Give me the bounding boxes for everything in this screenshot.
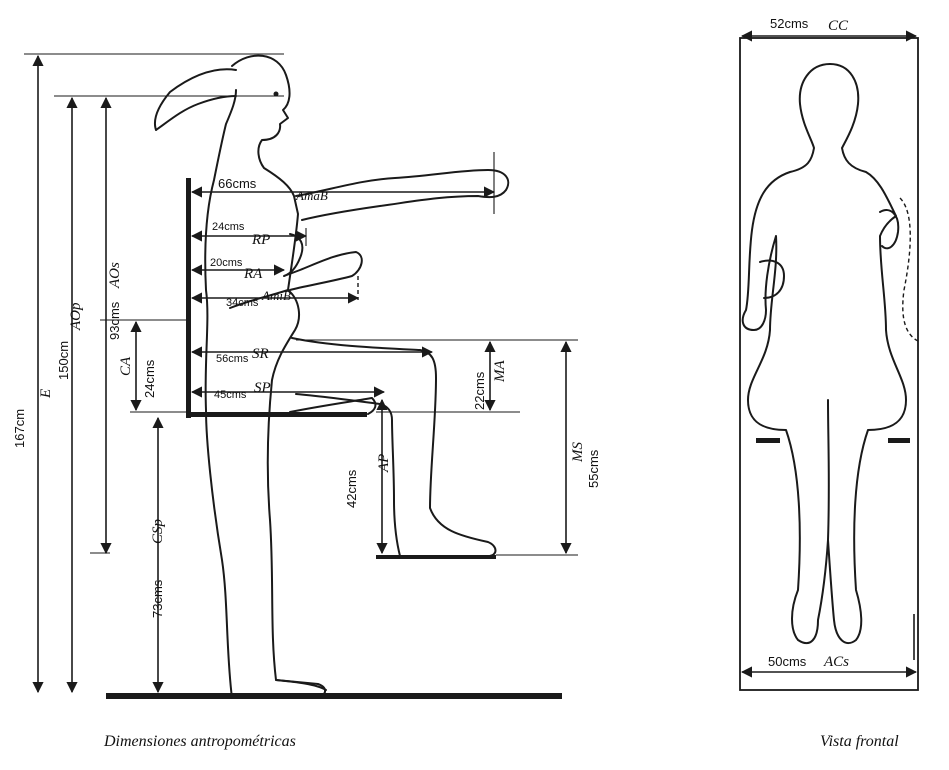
RP-value: 24cms bbox=[212, 221, 245, 233]
CSp-abbr: CSp bbox=[150, 518, 166, 544]
SR-abbr: SR bbox=[252, 346, 269, 362]
CC-value: 52cms bbox=[770, 16, 809, 31]
AP-value: 42cms bbox=[344, 469, 359, 508]
E-value: 167cm bbox=[12, 409, 27, 448]
ACs-abbr: ACs bbox=[823, 654, 849, 670]
side-view: 167cm E 150cm AOp 93cms AOs CA 24cms 73c… bbox=[12, 53, 601, 750]
frontal-leg-divider bbox=[827, 399, 830, 541]
AP-abbr: AP bbox=[376, 454, 392, 473]
seat-line bbox=[187, 412, 367, 417]
SP-value: 45cms bbox=[214, 389, 247, 401]
backrest-line bbox=[186, 178, 191, 418]
MA-abbr: MA bbox=[492, 360, 508, 383]
AmaB-abbr: AmáB bbox=[295, 188, 328, 203]
MS-value: 55cms bbox=[586, 449, 601, 488]
standing-foot bbox=[275, 679, 327, 691]
extended-arm bbox=[295, 169, 510, 221]
AOp-abbr: AOp bbox=[68, 302, 84, 331]
CSp-value: 73cms bbox=[150, 579, 165, 618]
RA-abbr: RA bbox=[243, 266, 263, 282]
seated-leg bbox=[291, 337, 497, 557]
RP-abbr: RP bbox=[251, 232, 270, 248]
front-view: 52cms CC 50cms ACs Vista frontal bbox=[739, 16, 921, 750]
SR-value: 56cms bbox=[216, 353, 249, 365]
AmiB-abbr: AmiB bbox=[261, 288, 291, 303]
MS-abbr: MS bbox=[570, 442, 586, 463]
frontal-right-hand bbox=[879, 209, 900, 250]
seat-front-edge bbox=[289, 397, 377, 415]
bent-arm bbox=[283, 233, 363, 291]
AOs-value: 93cms bbox=[107, 301, 122, 340]
frontal-seat-left bbox=[756, 438, 780, 443]
frontal-figure bbox=[741, 63, 907, 645]
E-abbr: E bbox=[38, 389, 54, 399]
MA-value: 22cms bbox=[472, 371, 487, 410]
SP-abbr: SP bbox=[254, 380, 271, 396]
front-view-caption: Vista frontal bbox=[820, 733, 899, 750]
AOp-value: 150cm bbox=[56, 341, 71, 380]
CA-abbr: CA bbox=[118, 356, 134, 376]
RA-value: 20cms bbox=[210, 257, 243, 269]
floor-line bbox=[106, 693, 562, 699]
standing-figure bbox=[204, 54, 327, 699]
frontal-right-arm bbox=[899, 197, 921, 343]
ponytail bbox=[154, 68, 237, 131]
side-view-caption: Dimensiones antropométricas bbox=[103, 733, 296, 750]
CA-value: 24cms bbox=[142, 359, 157, 398]
AmiB-value: 34cms bbox=[226, 297, 259, 309]
AmaB-value: 66cms bbox=[218, 176, 257, 191]
AOs-abbr: AOs bbox=[107, 262, 123, 289]
frontal-seat-right bbox=[888, 438, 910, 443]
ACs-value: 50cms bbox=[768, 654, 807, 669]
frontal-left-hand bbox=[759, 259, 785, 299]
eye-mark bbox=[273, 91, 279, 97]
front-frame bbox=[739, 37, 919, 691]
CC-abbr: CC bbox=[828, 18, 849, 34]
